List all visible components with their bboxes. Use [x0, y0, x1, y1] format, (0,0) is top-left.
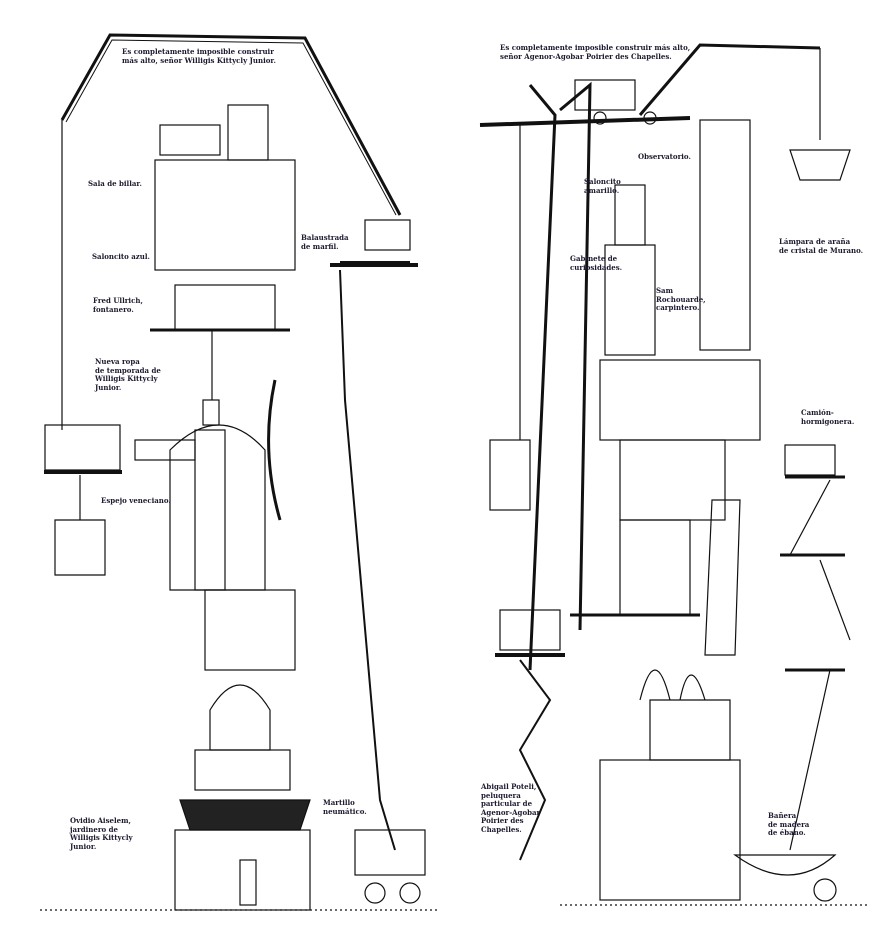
cabinet-label: Gabinete de curiosidades. — [570, 254, 623, 272]
right-speech-label: Es completamente imposible construir más… — [500, 43, 691, 61]
left-tower — [40, 104, 440, 911]
carpenter-label: Sam Rochouarde, carpintero. — [656, 286, 706, 312]
hairdresser-label: Abigail Poteli, peluquera particular de … — [481, 782, 541, 834]
billiard-room-label: Sala de billar. — [88, 179, 142, 188]
chandelier-label: Lámpara de araña de cristal de Murano. — [779, 237, 864, 255]
mirror-label: Espejo veneciano. — [101, 496, 171, 505]
right-towers — [560, 119, 870, 906]
hanging-clothes — [44, 424, 122, 576]
balustrade-label: Balaustrada de marfil. — [301, 233, 349, 251]
hammer-label: Martillo neumático. — [323, 798, 367, 816]
yellow-salon-label: Saloncito amarillo. — [584, 177, 621, 195]
blue-salon-label: Saloncito azul. — [92, 252, 150, 261]
left-speech-label: Es completamente imposible construir más… — [122, 47, 276, 65]
right-crane — [479, 43, 851, 861]
scaffold-ladders — [733, 444, 851, 902]
clothes-label: Nueva ropa de temporada de Willigis Kitt… — [95, 357, 161, 392]
gardener-label: Ovidio Aiselem, jardinero de Willigis Ki… — [70, 816, 133, 851]
mixer-truck-label: Camión- hormigonera. — [801, 408, 855, 426]
bathtub-label: Bañera de madera de ébano. — [768, 811, 810, 837]
plumber-label: Fred Ullrich, fontanero. — [93, 296, 143, 314]
left-crane — [60, 33, 426, 904]
observatory-label: Observatorio. — [638, 152, 691, 161]
